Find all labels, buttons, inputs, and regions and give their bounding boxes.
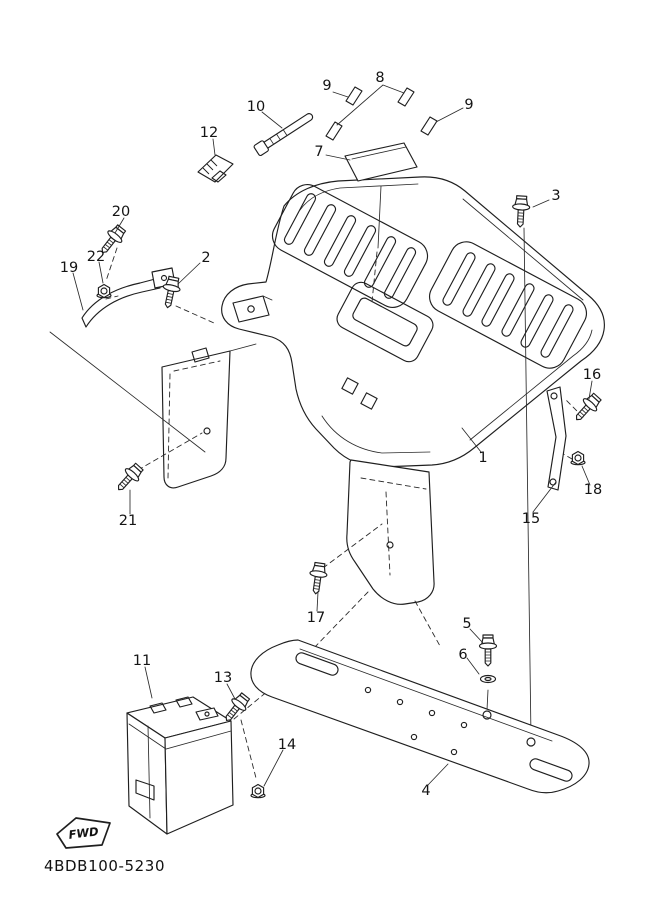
callout-9-a: 9 [322, 77, 332, 94]
nut-part-14 [250, 783, 266, 799]
callout-20: 20 [111, 203, 131, 220]
callout-13: 13 [213, 669, 233, 686]
callout-17: 17 [306, 609, 326, 626]
bolt-part-3 [511, 194, 531, 228]
stay-part-15 [546, 386, 567, 491]
callout-9-b: 9 [464, 96, 474, 113]
callout-11: 11 [132, 652, 152, 669]
callout-8: 8 [375, 69, 385, 86]
pipe-bracket-part-19 [81, 267, 176, 328]
callout-18: 18 [583, 481, 603, 498]
center-recess [336, 281, 434, 410]
callout-19: 19 [59, 259, 79, 276]
lower-plate-part-4 [250, 639, 590, 794]
rack-panel-right [429, 241, 587, 369]
nut-part-18 [570, 450, 586, 466]
bolt-part-5 [478, 634, 498, 667]
callout-5: 5 [462, 615, 472, 632]
fwd-flag-label: FWD [68, 824, 100, 842]
pad-part-7 [344, 142, 418, 182]
bolt-part-16 [569, 390, 605, 426]
box-part-11 [126, 696, 234, 835]
leader-lines [72, 84, 593, 787]
band-part-10 [253, 113, 314, 157]
washer-part-6 [479, 674, 497, 684]
callout-10: 10 [246, 98, 266, 115]
rack-panel-left [271, 184, 429, 308]
pad-part-8-left [325, 121, 343, 141]
fender-side-panel [161, 343, 257, 489]
pad-part-9-right [420, 116, 438, 136]
deck-mount-bracket [232, 295, 273, 323]
callout-6: 6 [458, 646, 468, 663]
callout-12: 12 [199, 124, 219, 141]
nut-part-22 [96, 283, 112, 299]
rear-fender-part-1 [161, 176, 605, 605]
pad-part-8-right [397, 87, 415, 107]
fiche-part-code: 4BDB100-5230 [44, 857, 166, 875]
callout-2: 2 [201, 249, 211, 266]
pad-part-9-left [345, 86, 363, 106]
callout-15: 15 [521, 510, 541, 527]
fender-skirt [346, 459, 435, 605]
callout-4: 4 [421, 782, 431, 799]
fwd-indicator: FWD [56, 817, 111, 849]
callout-22: 22 [86, 248, 106, 265]
callout-1: 1 [478, 449, 488, 466]
callout-21: 21 [118, 512, 138, 529]
callout-14: 14 [277, 736, 297, 753]
bracket-part-12 [197, 154, 234, 183]
callout-16: 16 [582, 366, 602, 383]
callout-3: 3 [551, 187, 561, 204]
bolt-part-21 [111, 460, 147, 496]
callout-7: 7 [314, 143, 324, 160]
